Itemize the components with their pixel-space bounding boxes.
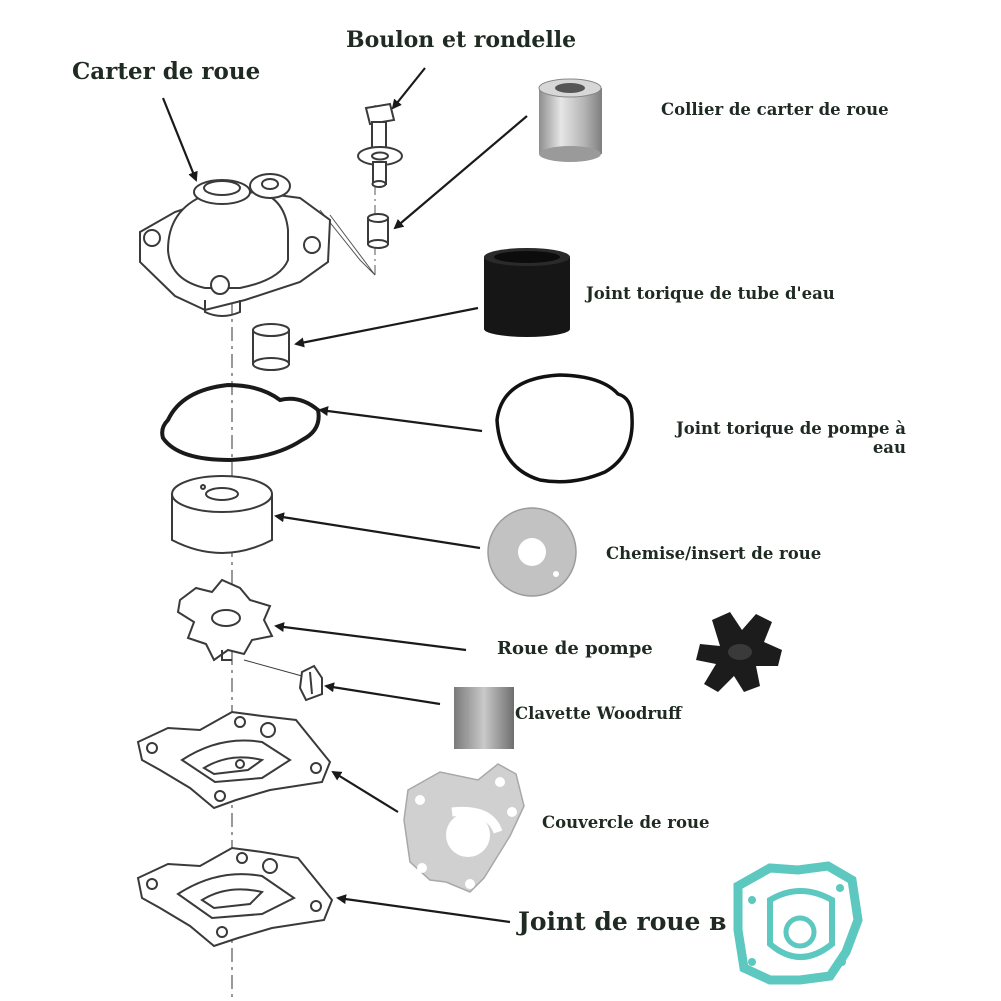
woodruff-key-drawing [243, 659, 323, 702]
label-impeller-cover: Couvercle de roue [542, 813, 710, 832]
impeller-gasket-drawing [136, 846, 334, 948]
arrow-housing [161, 97, 198, 182]
arrow-key [324, 682, 441, 706]
water-tube-collar-drawing [252, 323, 290, 371]
leader-arrows [161, 67, 528, 924]
label-housing-collar: Collier de carter de roue [661, 100, 889, 119]
label-liner-insert: Chemise/insert de roue [606, 544, 822, 563]
impeller-housing-drawing [139, 173, 332, 317]
impeller-photo [696, 612, 782, 692]
arrow-tube-seal [294, 306, 479, 348]
label-water-pump-oring-line1: Joint torique de pompe à [675, 419, 906, 438]
label-water-pump-oring: Joint torique de pompe à eau [656, 419, 906, 457]
impeller-cover-photo [403, 763, 525, 893]
label-woodruff-key: Clavette Woodruff [515, 704, 682, 723]
label-bolt-washer: Boulon et rondelle [346, 27, 577, 53]
housing-collar-photo [538, 78, 602, 162]
impeller-liner-drawing [171, 475, 273, 554]
arrow-collar [393, 115, 528, 230]
woodruff-key-photo [454, 687, 514, 749]
label-water-tube-oring: Joint torique de tube d'eau [586, 284, 835, 303]
arrow-impeller [274, 622, 467, 652]
liner-insert-photo [487, 507, 577, 597]
label-impeller: Roue de pompe [497, 638, 653, 659]
arrow-gasket [336, 894, 511, 924]
impeller-cover-drawing [136, 710, 332, 810]
water-tube-seal-photo [484, 248, 570, 337]
impeller-drawing [176, 578, 274, 662]
arrow-cover [331, 770, 399, 813]
water-pump-oring-drawing [160, 382, 321, 463]
label-water-pump-oring-line2: eau [872, 438, 906, 457]
label-impeller-gasket: Joint de roue в [518, 907, 727, 936]
arrow-pump-oring [318, 406, 483, 433]
bolt-and-washer-drawing [357, 102, 403, 249]
arrow-bolt [391, 67, 426, 110]
impeller-gasket-photo [733, 861, 863, 985]
water-pump-oring-photo [495, 373, 634, 484]
arrow-liner [274, 512, 481, 550]
label-impeller-housing: Carter de roue [72, 58, 261, 85]
